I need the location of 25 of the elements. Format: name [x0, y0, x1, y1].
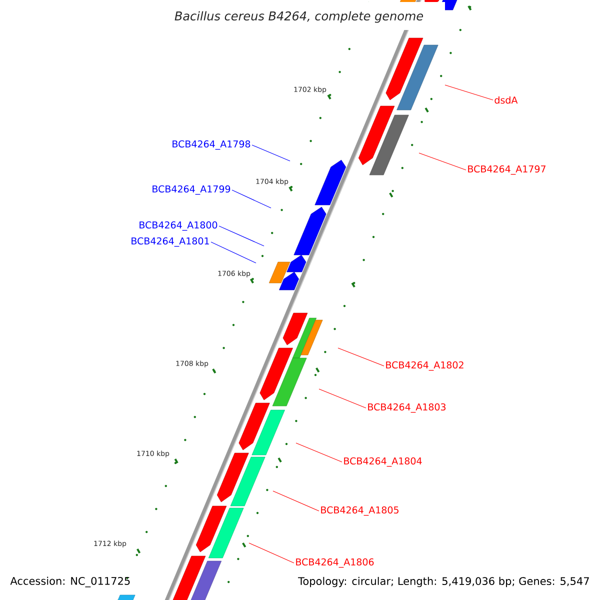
gene-label: BCB4264_A1800: [140, 221, 218, 231]
genome-info-label: Topology: circular; Length: 5,419,036 bp; Genes: 5,547: [298, 576, 589, 588]
leader-line: [218, 226, 264, 246]
leader-line: [272, 490, 320, 512]
leader-line: [296, 442, 342, 462]
gene-label: BCB4264_A1805: [321, 506, 398, 516]
leader-line: [444, 84, 494, 100]
gene-label: BCB4264_A1804: [344, 457, 422, 467]
gene-label: dsdA: [494, 96, 518, 104]
leader-line: [210, 242, 256, 264]
gene-label: BCB4264_A1797: [468, 165, 546, 175]
leader-line: [232, 190, 272, 208]
gene-label: BCB4264_A1798: [172, 140, 250, 150]
title: Bacillus cereus B4264, complete genome: [174, 11, 424, 23]
gene-label: BCB4264_A1806: [296, 558, 374, 568]
leader-line: [248, 542, 294, 564]
gene-label: BCB4264_A1799: [152, 185, 230, 195]
leader-line: [338, 348, 384, 366]
gene-label: BCB4264_A1803: [368, 403, 446, 413]
leader-line: [418, 152, 466, 170]
gene-label: BCB4264_A1801: [132, 237, 209, 247]
leader-line: [318, 388, 366, 408]
leader-line: [252, 144, 290, 162]
accession-label: Accession: NC_011725: [10, 576, 130, 588]
gene-label: BCB4264_A1802: [386, 361, 464, 371]
